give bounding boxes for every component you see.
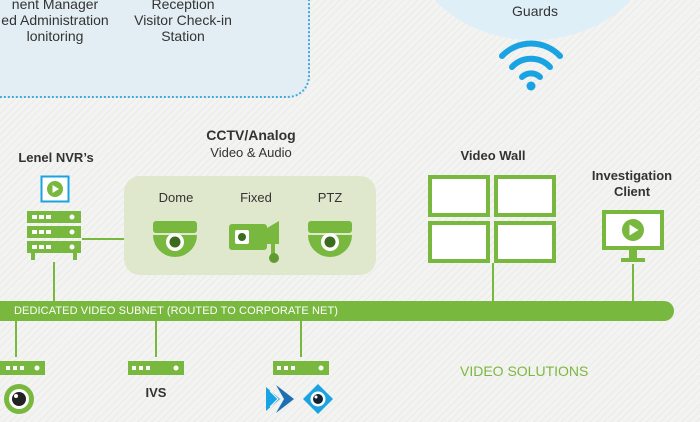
ptz-camera-icon — [308, 221, 352, 257]
top-dotted-group-box — [0, 0, 310, 98]
wifi-icon — [499, 40, 563, 91]
nvr-to-cctv-connector — [82, 238, 126, 240]
nvr-label: Lenel NVR’s — [18, 150, 94, 165]
top-left-line-2: ed Administration — [1, 12, 109, 28]
left-recorder-icon — [0, 361, 45, 375]
reception-line-1: Reception — [151, 0, 215, 12]
video-wall-screen-4 — [494, 221, 556, 263]
video-subnet-bar — [0, 301, 674, 321]
top-left-line-3: lonitoring — [26, 28, 84, 44]
video-solutions-label: VIDEO SOLUTIONS — [460, 363, 589, 379]
video-wall-drop-line — [492, 263, 494, 303]
ivs-drop-line — [155, 321, 157, 357]
investigation-line-1: Investigation — [591, 168, 673, 183]
fixed-camera-icon — [229, 221, 279, 263]
monitor-icon — [602, 210, 664, 262]
video-wall-screen-3 — [428, 221, 490, 263]
nvr-drop-line — [53, 262, 55, 302]
ptz-label: PTZ — [317, 190, 343, 205]
fixed-label: Fixed — [240, 190, 272, 205]
blue-chevron-logo-icon — [266, 385, 294, 413]
blue-eye-logo-icon — [303, 384, 333, 414]
guards-label: Guards — [512, 3, 558, 19]
video-wall-icon — [428, 175, 558, 263]
top-left-text: nent Manager ed Administration lonitorin… — [0, 0, 120, 44]
eye-camera-icon — [4, 384, 34, 414]
subnet-label: DEDICATED VIDEO SUBNET (ROUTED TO CORPOR… — [14, 305, 339, 317]
dome-label: Dome — [158, 190, 194, 205]
right-recorder-icon — [273, 361, 329, 375]
video-wall-label: Video Wall — [460, 148, 526, 163]
video-wall-screen-2 — [494, 175, 556, 217]
top-left-line-1: nent Manager — [11, 0, 99, 12]
right-device-drop-line — [300, 321, 302, 357]
reception-line-3: Station — [161, 28, 205, 44]
reception-line-2: Visitor Check-in — [134, 12, 232, 28]
cctv-subtitle: Video & Audio — [210, 145, 292, 160]
video-play-icon — [40, 175, 70, 203]
left-device-drop-line — [15, 321, 17, 357]
nvr-server-icon — [27, 211, 81, 260]
reception-text: Reception Visitor Check-in Station — [118, 0, 248, 44]
dome-camera-icon — [153, 221, 197, 257]
investigation-line-2: Client — [613, 184, 651, 199]
video-wall-screen-1 — [428, 175, 490, 217]
investigation-drop-line — [632, 264, 634, 302]
ivs-label: IVS — [145, 385, 167, 400]
cctv-title: CCTV/Analog — [206, 127, 296, 143]
investigation-client-label: Investigation Client — [572, 168, 692, 200]
ivs-recorder-icon — [128, 361, 184, 375]
